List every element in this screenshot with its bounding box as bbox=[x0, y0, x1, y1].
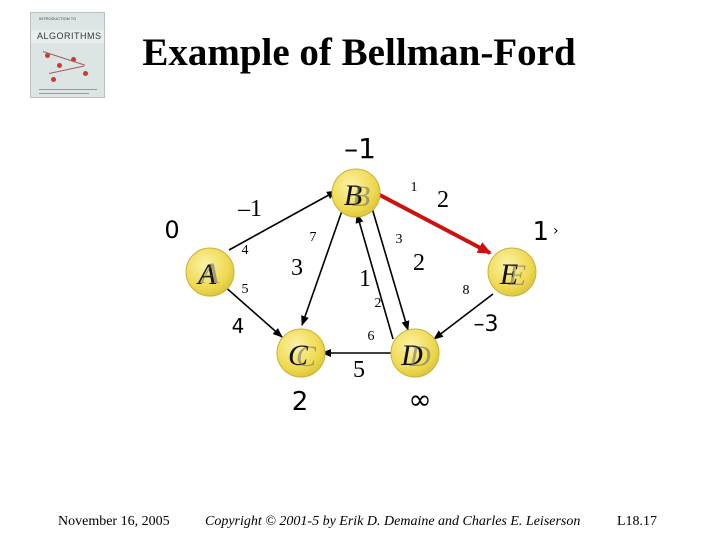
order-b-c: 7 bbox=[310, 230, 317, 245]
node-e: E E bbox=[487, 247, 537, 297]
weight-a-c: 4 bbox=[232, 314, 245, 338]
node-c: C C bbox=[276, 328, 326, 378]
svg-text:B: B bbox=[352, 180, 370, 213]
edge-e-d bbox=[433, 293, 494, 340]
edge-b-c bbox=[301, 207, 344, 326]
book-cover-band bbox=[31, 30, 104, 43]
weight-b-d: 2 bbox=[413, 250, 425, 276]
edge-a-c bbox=[222, 284, 283, 338]
book-cover-text-line bbox=[39, 89, 97, 90]
distance-b: –1 bbox=[344, 132, 376, 165]
weight-b-c: 3 bbox=[291, 255, 303, 281]
footer-date: November 16, 2005 bbox=[58, 514, 170, 529]
order-e-d: 8 bbox=[463, 283, 470, 298]
node-a-label: A bbox=[196, 258, 217, 291]
book-mobile-dot bbox=[57, 63, 62, 68]
book-mobile-dot bbox=[51, 77, 56, 82]
book-cover-title: ALGORITHMS bbox=[37, 31, 102, 41]
distance-e-cut-glyph: › bbox=[553, 223, 559, 239]
weight-e-d: –3 bbox=[474, 312, 499, 337]
footer-page-number: L18.17 bbox=[617, 514, 658, 529]
svg-text:C: C bbox=[296, 340, 317, 373]
weight-a-b: –1 bbox=[237, 196, 262, 222]
book-cover-small-text: INTRODUCTION TO bbox=[39, 16, 77, 21]
book-cover-image: INTRODUCTION TO ALGORITHMS bbox=[30, 12, 105, 98]
order-a-c: 5 bbox=[242, 282, 249, 297]
weight-d-c: 5 bbox=[353, 357, 365, 383]
node-e-label: E bbox=[499, 258, 518, 291]
node-a: A A bbox=[185, 247, 235, 297]
distance-e: 1 bbox=[532, 217, 549, 247]
node-d: D D bbox=[390, 328, 440, 378]
edge-d-b bbox=[355, 213, 394, 340]
slide-title: Example of Bellman-Ford bbox=[142, 31, 576, 74]
weight-b-e: 2 bbox=[437, 187, 449, 213]
node-b-label: B bbox=[344, 179, 362, 212]
footer-copyright: Copyright © 2001-5 by Erik D. Demaine an… bbox=[205, 514, 581, 529]
node-d-label: D bbox=[400, 339, 423, 372]
svg-text:E: E bbox=[507, 259, 526, 292]
book-mobile-dot bbox=[71, 57, 76, 62]
book-cover-text-line bbox=[39, 93, 89, 94]
order-a-b: 4 bbox=[242, 243, 249, 258]
book-mobile-dot bbox=[45, 53, 50, 58]
order-d-b: 2 bbox=[375, 296, 382, 311]
order-b-d: 3 bbox=[396, 232, 403, 247]
svg-text:A: A bbox=[199, 257, 220, 290]
edge-b-e-highlighted bbox=[377, 192, 492, 255]
edge-b-d bbox=[371, 207, 410, 331]
order-b-e: 1 bbox=[411, 180, 418, 195]
distance-e-mask bbox=[549, 218, 561, 244]
distance-c: 2 bbox=[292, 387, 309, 417]
order-d-c: 6 bbox=[368, 329, 375, 344]
book-mobile-dot bbox=[83, 71, 88, 76]
distance-d: ∞ bbox=[408, 383, 431, 416]
edge-a-b bbox=[228, 190, 337, 251]
distance-a: 0 bbox=[164, 216, 179, 244]
svg-text:D: D bbox=[408, 340, 431, 373]
weight-d-b: 1 bbox=[359, 266, 371, 292]
node-c-label: C bbox=[288, 339, 309, 372]
node-b: B B bbox=[331, 168, 381, 218]
